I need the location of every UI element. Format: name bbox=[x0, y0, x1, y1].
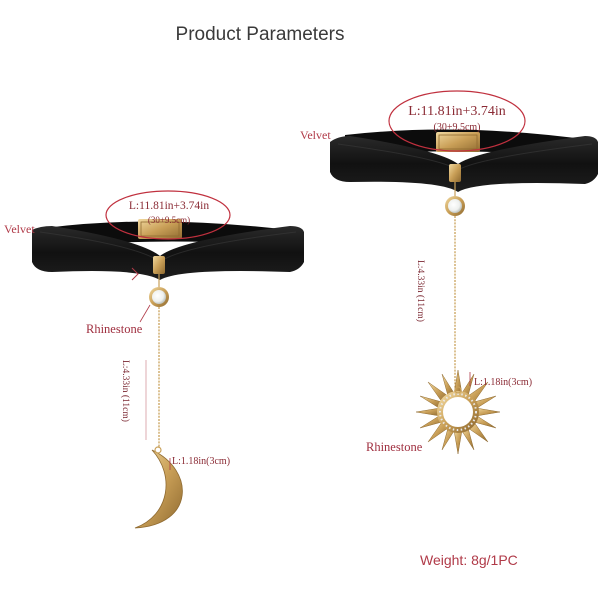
weight-label: Weight: 8g/1PC bbox=[420, 552, 518, 568]
left-velvet-band bbox=[32, 226, 304, 280]
left-connector bbox=[153, 256, 165, 274]
left-rhinestone-label: Rhinestone bbox=[86, 322, 143, 336]
left-clasp bbox=[138, 219, 182, 239]
right-pendant-length: L:1.18in(3cm) bbox=[474, 377, 533, 388]
left-chain-length: L:4.33in (11cm) bbox=[120, 360, 130, 422]
right-length-main: L:11.81in+3.74in bbox=[408, 104, 506, 119]
right-clasp bbox=[436, 132, 480, 152]
right-measure-circle bbox=[388, 90, 526, 152]
left-pendant-length: L:1.18in(3cm) bbox=[172, 456, 231, 467]
left-crescent-moon bbox=[134, 449, 183, 529]
right-velvet-label: Velvet bbox=[300, 128, 331, 142]
right-choker bbox=[330, 90, 598, 455]
left-length-main: L:11.81in+3.74in bbox=[128, 200, 210, 212]
right-connector bbox=[449, 164, 461, 182]
left-length-cm: (30+9.5cm) bbox=[147, 215, 191, 225]
left-velvet-label: Velvet bbox=[4, 222, 35, 236]
right-chain-length: L:4.33in (11cm) bbox=[415, 260, 425, 322]
right-rhinestone-label: Rhinestone bbox=[366, 440, 423, 454]
left-choker bbox=[32, 190, 304, 529]
right-length-cm: (30+9.5cm) bbox=[433, 122, 481, 133]
right-sun-pendant bbox=[415, 369, 501, 455]
right-velvet-band bbox=[330, 136, 598, 192]
left-measure-circle bbox=[105, 190, 231, 240]
page-title: Product Parameters bbox=[175, 24, 345, 45]
